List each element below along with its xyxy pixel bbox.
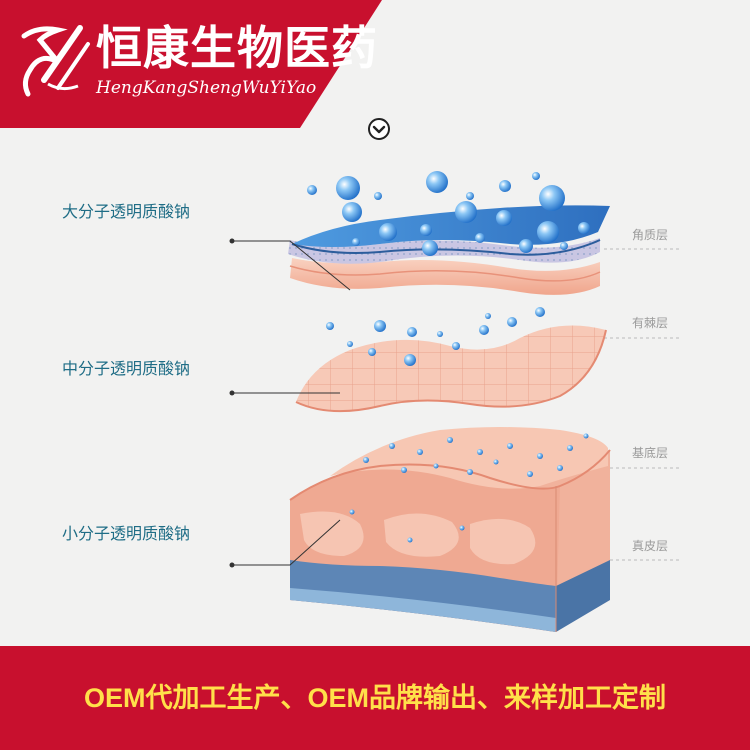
small-molecule-label: 小分子透明质酸钠: [62, 524, 191, 543]
chevron-down-circle-icon[interactable]: [366, 116, 392, 142]
hyaluronic-bubbles: [307, 171, 590, 543]
spinosum-layer-label: 有棘层: [632, 316, 669, 330]
brand-banner: [0, 0, 382, 128]
spinosum-layer: [295, 325, 607, 413]
brand-name-cn: 恒康生物医药: [96, 21, 378, 75]
large-molecule-label: 大分子透明质酸钠: [62, 202, 191, 221]
medium-molecule-label: 中分子透明质酸钠: [62, 359, 191, 378]
brand-name-en: HengKangShengWuYiYao: [96, 78, 317, 98]
footer-bar: [0, 646, 750, 750]
connector-lines: [232, 240, 351, 566]
corneum-layer-label: 角质层: [632, 228, 669, 242]
corneum-layer: [288, 205, 610, 295]
brand-logo: [21, 25, 90, 97]
dermis-layer-label: 真皮层: [632, 539, 669, 553]
footer-services-text: OEM代加工生产、OEM品牌输出、来样加工定制: [83, 683, 666, 713]
basale-dermis-block: [289, 427, 611, 632]
basale-layer-label: 基底层: [632, 446, 669, 460]
